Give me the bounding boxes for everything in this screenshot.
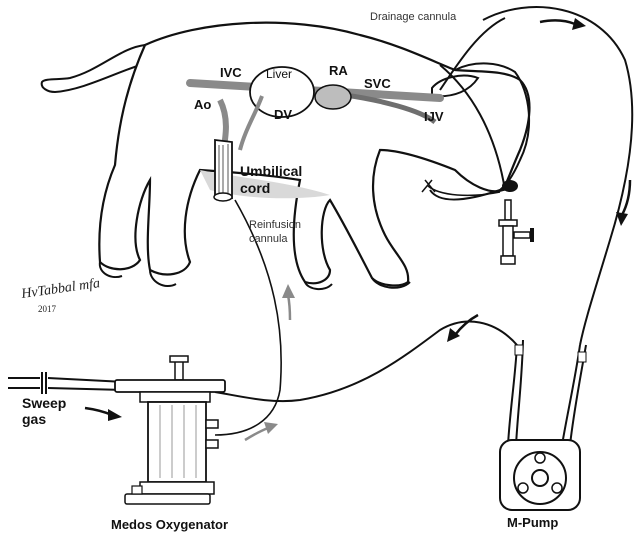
pump-tube-left <box>508 345 517 445</box>
label-ao: Ao <box>194 98 211 111</box>
arrow-icon <box>572 18 586 30</box>
arrow-icon <box>540 20 575 24</box>
arrow-icon <box>288 295 290 320</box>
label-svc: SVC <box>364 77 391 90</box>
label-liver: Liver <box>266 68 292 80</box>
artist-signature: HvTabbal mfa 2017 <box>19 276 101 314</box>
label-umbilical-cord-2: cord <box>240 181 270 195</box>
oxygenator-body <box>148 402 206 482</box>
m-pump-device <box>500 340 586 510</box>
label-sweep-gas-1: Sweep <box>22 396 66 410</box>
sweep-gas-line <box>8 378 125 390</box>
svg-text:2017: 2017 <box>38 304 57 314</box>
label-reinfusion-cannula-2: cannula <box>249 234 288 245</box>
arrow-icon <box>108 409 122 421</box>
gas-clamp <box>42 372 46 394</box>
label-ijv: IJV <box>424 110 444 123</box>
svg-text:HvTabbal mfa: HvTabbal mfa <box>19 276 101 302</box>
label-dv: DV <box>274 108 292 121</box>
label-drainage-cannula: Drainage cannula <box>370 12 456 23</box>
medos-oxygenator-device <box>115 356 225 504</box>
label-sweep-gas-2: gas <box>22 412 46 426</box>
pump-to-oxygenator-line <box>215 322 517 402</box>
label-medos-oxygenator: Medos Oxygenator <box>111 518 228 531</box>
arrow-icon <box>622 180 630 215</box>
right-atrium <box>315 85 351 109</box>
arrow-icon <box>455 315 478 335</box>
lamb-body <box>99 23 529 286</box>
label-ra: RA <box>329 64 348 77</box>
stopcock-device <box>422 180 534 264</box>
label-ivc: IVC <box>220 66 242 79</box>
label-reinfusion-cannula-1: Reinfusion <box>249 220 301 231</box>
arrow-icon <box>264 422 278 434</box>
arrow-icon <box>282 284 295 298</box>
arrow-icon <box>616 212 628 226</box>
label-umbilical-cord-1: Umbilical <box>240 164 302 178</box>
label-m-pump: M-Pump <box>507 516 558 529</box>
lamb-illustration <box>42 23 530 289</box>
arrow-icon <box>85 408 112 415</box>
